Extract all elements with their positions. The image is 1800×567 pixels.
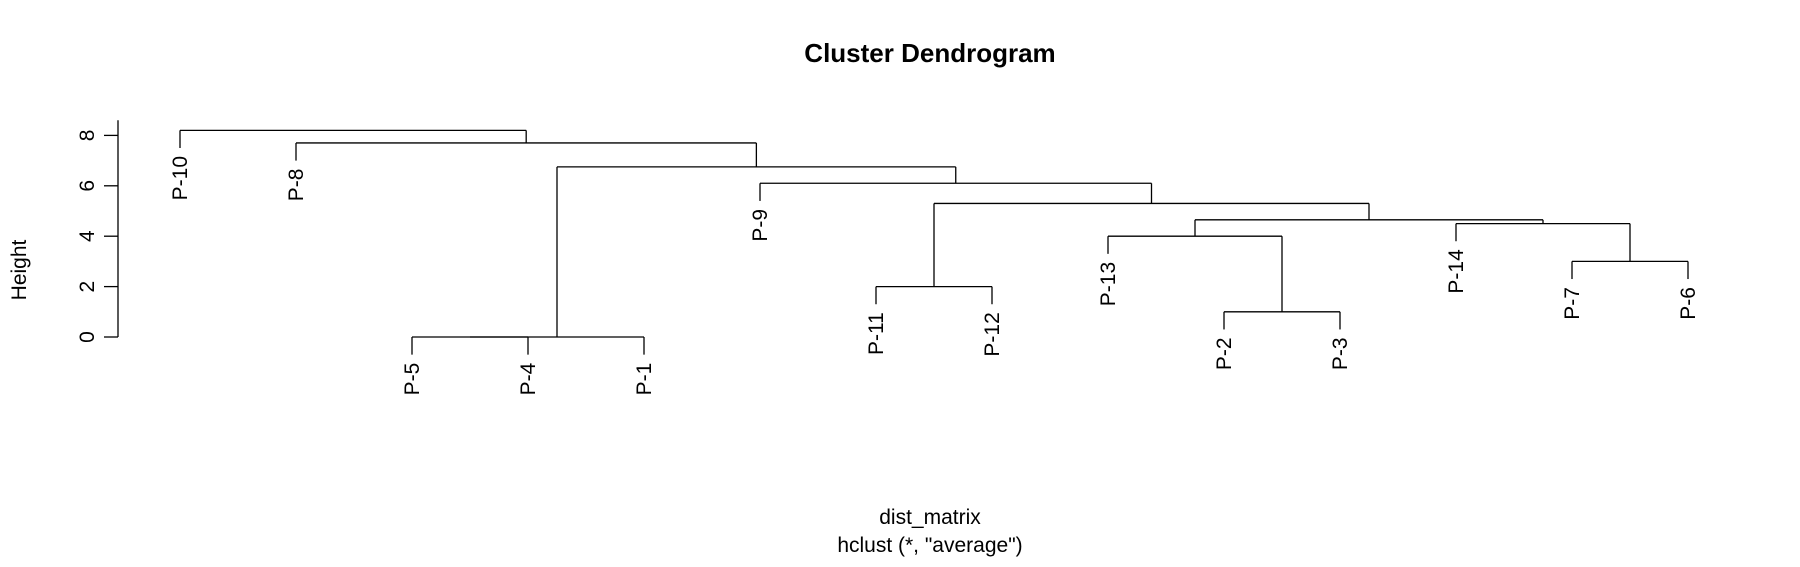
y-axis-label: Height [8, 239, 31, 300]
leaf-label: P-7 [1561, 287, 1584, 320]
y-axis: 0 2 4 6 8 [76, 120, 119, 343]
y-tick-label: 0 [76, 331, 99, 343]
leaf-label: P-13 [1097, 262, 1120, 306]
leaf-label: P-5 [401, 363, 424, 396]
leaf-label: P-9 [749, 209, 772, 242]
chart-title: Cluster Dendrogram [804, 38, 1055, 68]
y-tick-label: 6 [76, 180, 99, 192]
leaf-label: P-3 [1329, 337, 1352, 370]
subtitle: hclust (*, "average") [837, 534, 1022, 557]
leaf-labels: P-10 P-8P-5 P-4 P-1 P-9P-11 P-12 P-13P-2 P-3 P-1… [169, 156, 1700, 395]
leaf-label: P-6 [1677, 287, 1700, 320]
x-axis-label: dist_matrix [879, 506, 981, 529]
leaf-label: P-2 [1213, 337, 1236, 370]
y-tick-label: 4 [76, 230, 99, 242]
leaf-label: P-8 [285, 169, 308, 202]
leaf-label: P-14 [1445, 249, 1468, 294]
y-tick-label: 8 [76, 130, 99, 142]
y-tick-label: 2 [76, 281, 99, 293]
leaf-label: P-12 [981, 312, 1004, 356]
leaf-label: P-10 [169, 156, 192, 200]
leaf-label: P-4 [517, 362, 540, 395]
dendrogram-tree [179, 129, 1689, 355]
leaf-label: P-11 [865, 312, 888, 355]
leaf-label: P-1 [633, 363, 656, 396]
